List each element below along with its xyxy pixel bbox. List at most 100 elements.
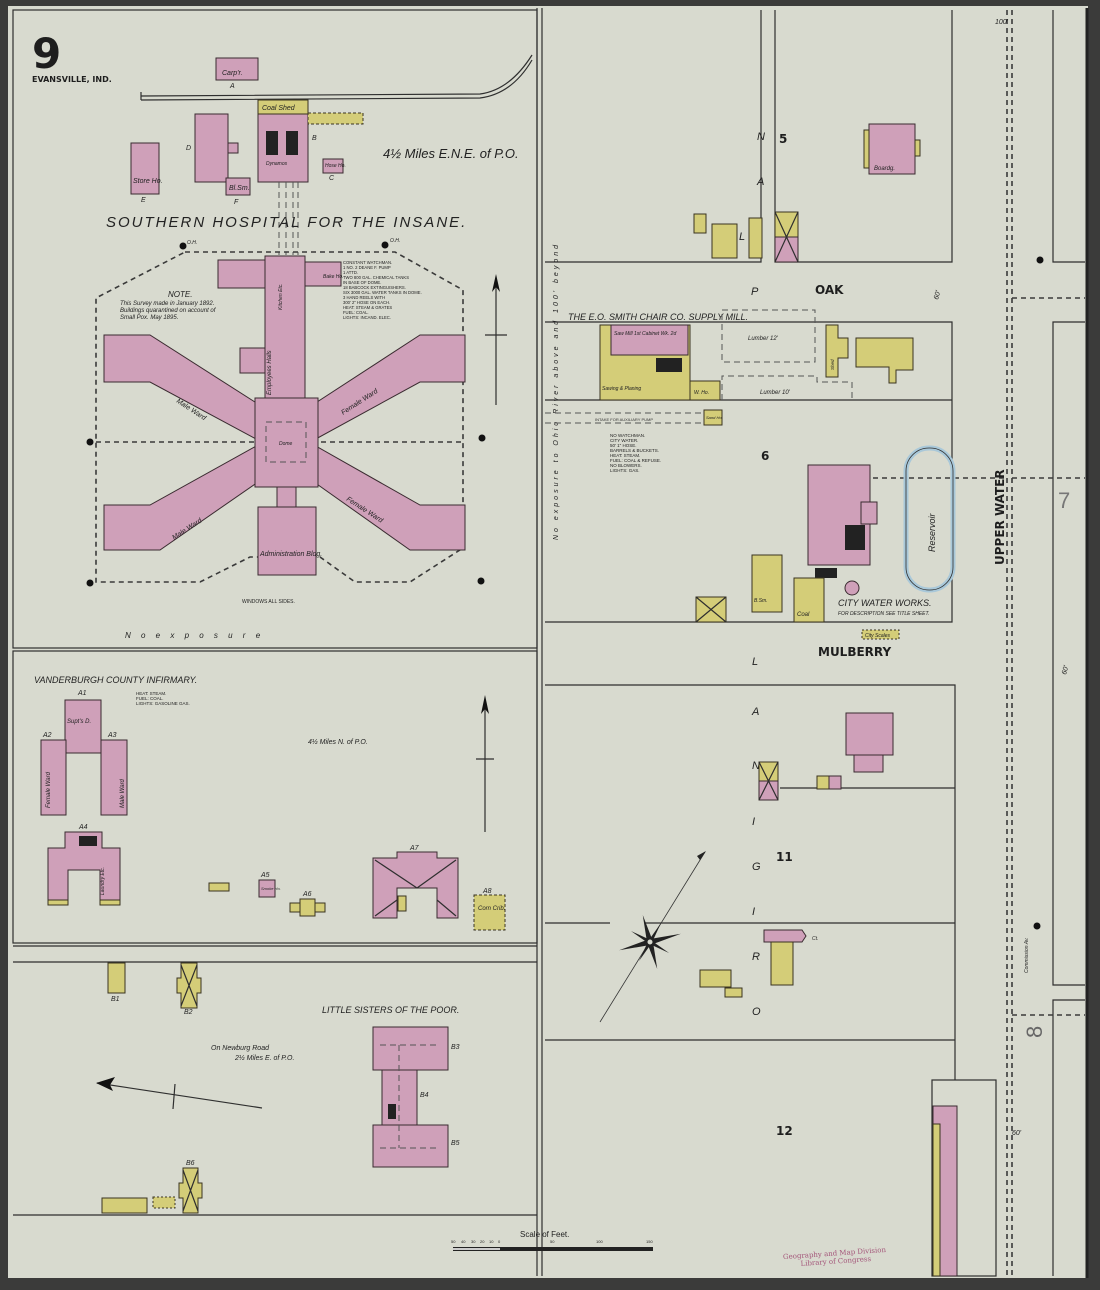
street-letter: G [752, 861, 761, 873]
roof-lines [758, 761, 779, 801]
shed [152, 1196, 176, 1209]
street-letter: N [757, 131, 765, 143]
boarding-house [868, 123, 916, 175]
info-line: NO WATCHMAN. [610, 433, 645, 438]
shed [101, 1197, 148, 1214]
label: Laundry Etc. [100, 867, 106, 895]
hydrant-icon [381, 241, 389, 249]
hydrant-icon [1033, 922, 1041, 930]
scale-tick: 40 [461, 1239, 466, 1244]
scale-tick: 10 [489, 1239, 494, 1244]
label: A [229, 83, 235, 90]
building-a3 [100, 739, 128, 816]
hospital-distance: 4½ Miles E.N.E. of P.O. [383, 146, 519, 161]
block-5-buildings: Boardg. [693, 123, 921, 263]
reservoir-outline [905, 447, 954, 591]
building-a8-corn-crib [473, 894, 506, 931]
building-a1 [64, 699, 102, 754]
label: Bake Ho. [323, 274, 344, 280]
city-name: EVANSVILLE, IND. [32, 75, 112, 84]
sand-house [703, 409, 723, 426]
sheet-number: 9 [32, 29, 61, 78]
note-line: TWO 800 GAL. CHEMICAL TANKS [343, 275, 409, 280]
coal-shed [257, 99, 309, 115]
note-line: FUEL: COAL. [343, 310, 369, 315]
railroad [140, 54, 533, 101]
dwelling [711, 223, 738, 259]
street-letter: I [752, 906, 755, 918]
label: Store Ho. [133, 178, 163, 185]
dome-outline [265, 421, 307, 463]
water-main [1006, 10, 1013, 1276]
building-a5 [258, 879, 276, 898]
warehouse [689, 380, 721, 401]
shed [828, 775, 842, 790]
scale-title: Scale of Feet. [520, 1230, 569, 1239]
street-letter: O [752, 1006, 761, 1018]
scale-bar [453, 1247, 653, 1251]
label: O.H. [187, 240, 197, 246]
porch [397, 895, 407, 912]
roof-lines [374, 859, 457, 917]
frame-shed [307, 112, 364, 125]
info-line: CITY WATER. [610, 438, 638, 443]
building-f-blacksmith [225, 177, 251, 196]
connector [276, 486, 297, 508]
hospital-title: SOUTHERN HOSPITAL FOR THE INSANE. [106, 214, 467, 231]
porch [47, 899, 69, 906]
water-main [810, 297, 1085, 1016]
block-11-12-buildings: Ct. [599, 256, 1044, 1277]
label: E [141, 197, 146, 204]
label: Bl.Sm. [229, 185, 250, 192]
infirmary-title: VANDERBURGH COUNTY INFIRMARY. [34, 675, 197, 685]
building-d [194, 113, 229, 183]
saw-mill [610, 324, 689, 356]
infirmary-panel: VANDERBURGH COUNTY INFIRMARY. HEAT: STEA… [34, 675, 506, 931]
block-7-8-outline [1052, 10, 1085, 1276]
street-letter: A [756, 176, 764, 188]
label: B1 [111, 996, 120, 1003]
porch [863, 129, 870, 169]
hydrant-icon [86, 579, 94, 587]
label: C [329, 175, 335, 182]
label: Carp'r. [222, 70, 243, 77]
city-scales [861, 629, 900, 640]
stable [774, 211, 799, 238]
note-line: SIX 3000 GAL. WATER TANKS IN DOME. [343, 290, 422, 295]
label: A7 [409, 845, 420, 852]
label: Employees Halls [267, 350, 273, 395]
note-line: Small Pox. May 1895. [120, 315, 178, 321]
label: A6 [302, 891, 312, 898]
note-line: 300' 2" HOSE ON EACH. [343, 300, 390, 305]
shed [770, 941, 794, 986]
info-line: NO BLOWERS. [610, 463, 642, 468]
roof-lines [774, 211, 799, 263]
building-d-annex [227, 142, 239, 154]
label: B4 [420, 1092, 429, 1099]
street-letter: A [751, 706, 759, 718]
no-exposure-note: N o e x p o s u r e [125, 631, 264, 640]
hydrant-icon [86, 438, 94, 446]
street-letter: L [739, 231, 745, 243]
label: City Scales [865, 633, 891, 639]
dwelling [763, 929, 807, 943]
north-arrow-icon [96, 1077, 263, 1110]
dwelling-annex [853, 754, 884, 773]
porch [914, 139, 921, 157]
label: INTAKE FOR AUXILIARY PUMP [595, 417, 653, 422]
hospital-protection-notes: CONSTANT WATCHMAN. 1 NO. 2 DEANE F. PUMP… [343, 260, 422, 320]
info-line: FUEL: COAL. [136, 696, 164, 701]
label: A4 [78, 824, 88, 831]
shed [825, 324, 849, 378]
label: Lumber 12' [748, 336, 779, 342]
lumber-yard [721, 309, 816, 363]
hydrant-icon [477, 577, 485, 585]
label: Saw Mill 1st Cabinet Wk. 2d [614, 331, 676, 337]
label: Coal [797, 612, 810, 618]
note-line: 1 NO. 2 DEANE F. PUMP [343, 265, 391, 270]
building-a4 [47, 831, 121, 901]
label: Reservoir [927, 512, 937, 552]
hospital-note: NOTE. This Survey made in January 1892. … [120, 290, 217, 321]
dwelling [748, 217, 763, 259]
label: F [234, 199, 239, 206]
